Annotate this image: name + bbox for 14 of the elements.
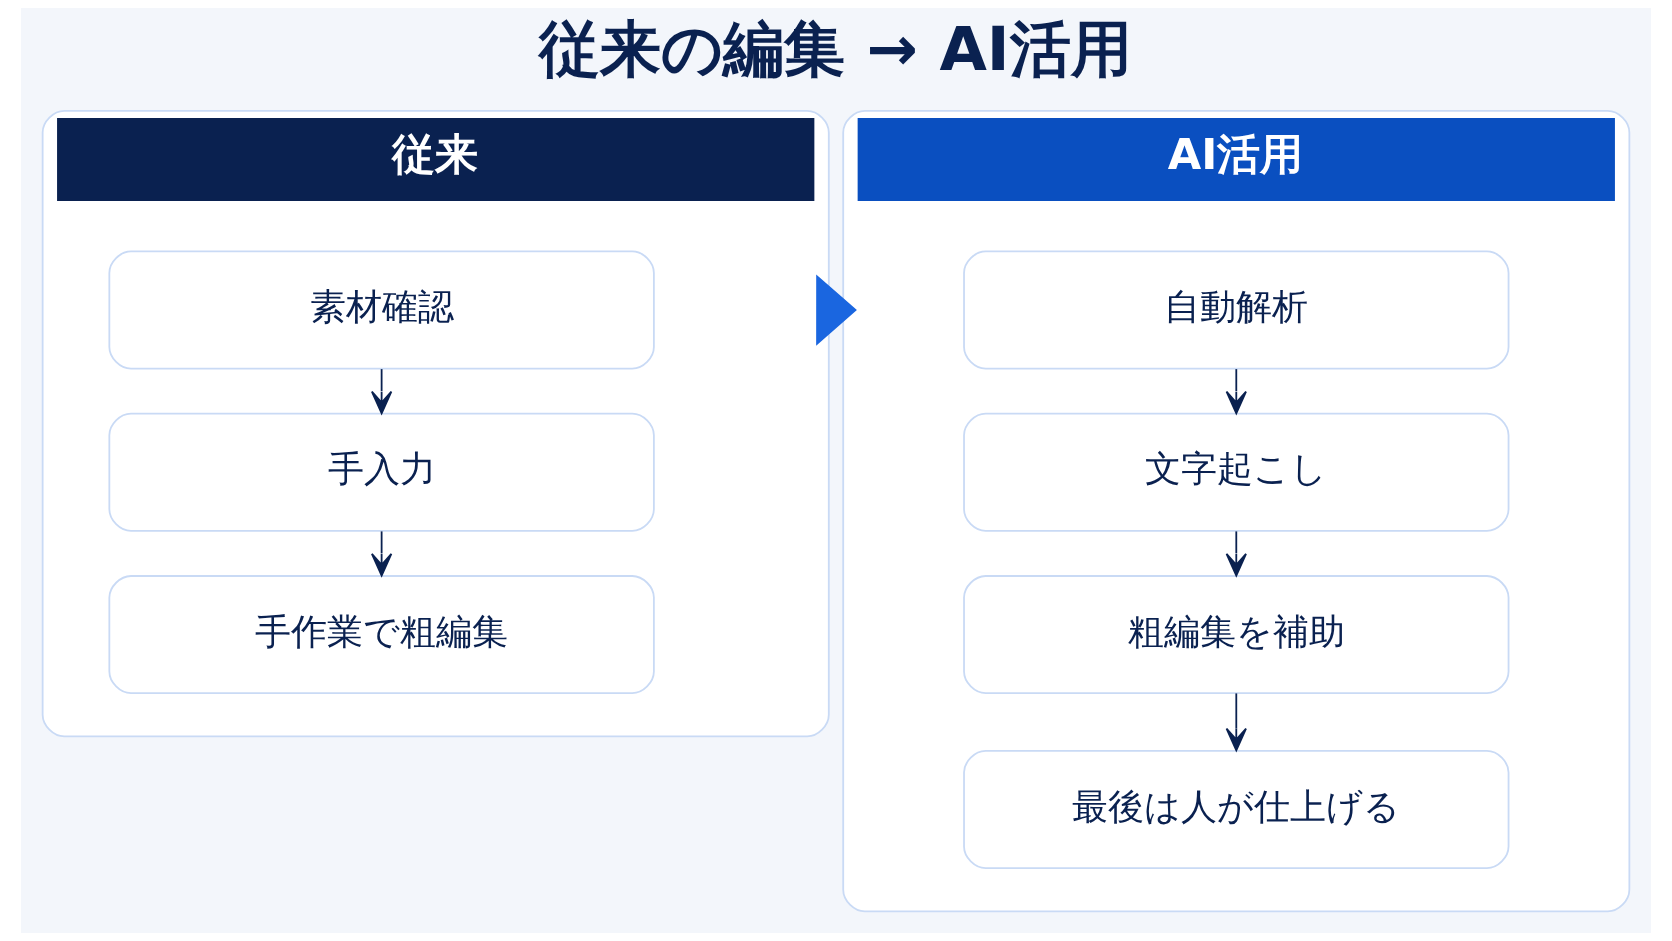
diagram-title: 従来の編集 → AI活用 [539, 12, 1132, 84]
node-box: 文字起こし [963, 412, 1510, 532]
node-box: 最後は人が仕上げる [963, 750, 1510, 869]
arrow [371, 530, 393, 577]
arrow [1225, 530, 1247, 577]
node-box: 粗編集を補助 [963, 575, 1510, 695]
node-box: 自動解析 [963, 250, 1510, 370]
node-box: 手入力 [108, 412, 655, 532]
arrow [816, 274, 857, 346]
arrow [1225, 692, 1247, 752]
arrow [371, 368, 393, 415]
arrow [1225, 368, 1247, 415]
node-box: 手作業で粗編集 [108, 575, 655, 695]
node-box: 素材確認 [108, 250, 655, 370]
